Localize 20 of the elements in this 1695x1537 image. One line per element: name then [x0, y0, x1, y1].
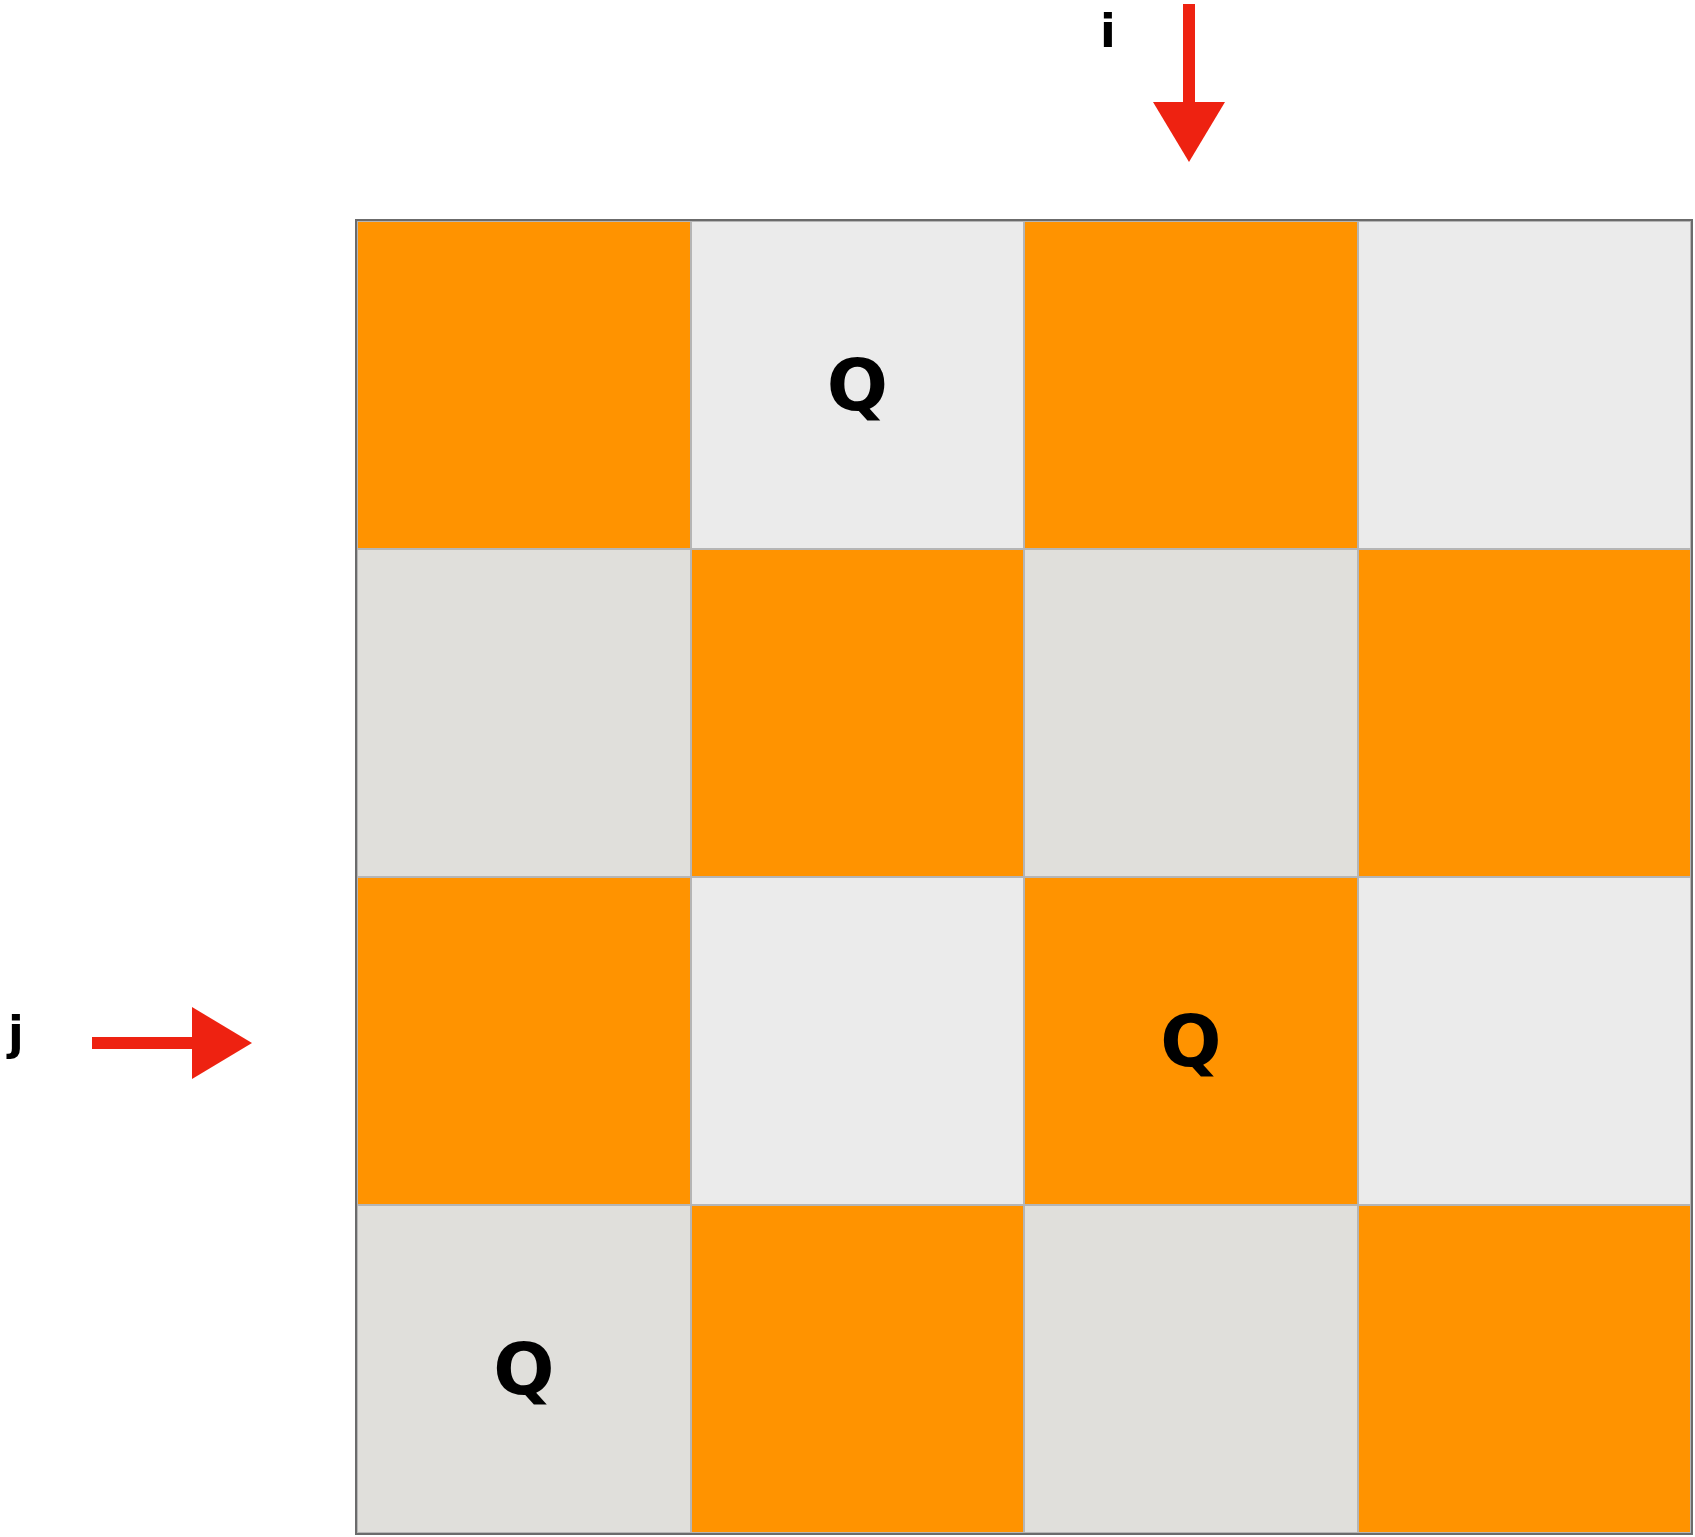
- board-square: [357, 221, 691, 549]
- queen-mark: Q: [826, 349, 888, 421]
- queen-mark: Q: [1160, 1005, 1222, 1077]
- board-square: [357, 549, 691, 877]
- board-square: [1024, 877, 1358, 1205]
- board-square: [690, 549, 1024, 877]
- board-square: [690, 877, 1024, 1205]
- board-square: [690, 1205, 1024, 1533]
- board-square: [357, 877, 691, 1205]
- board-square: [1024, 549, 1358, 877]
- index-label: i: [1100, 8, 1116, 54]
- board-square: [1357, 1205, 1691, 1533]
- board-square: [1024, 1205, 1358, 1533]
- board-square: [357, 1205, 691, 1533]
- board-square: [690, 221, 1024, 549]
- board-square: [1024, 221, 1358, 549]
- board-square: [1357, 549, 1691, 877]
- queen-mark: Q: [493, 1333, 555, 1405]
- board-square: [1357, 221, 1691, 549]
- board-square: [1357, 877, 1691, 1205]
